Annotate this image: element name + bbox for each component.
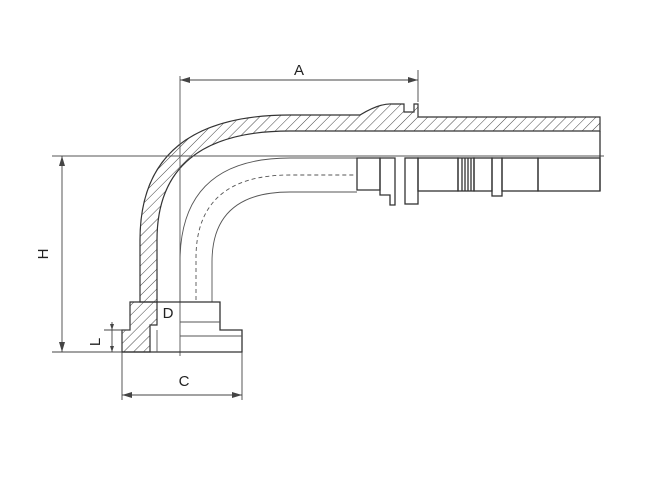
dimension-label-l: L [87,338,104,346]
dimension-l: L [87,322,130,352]
elbow-inner-flange-wall [121,301,158,353]
dimension-label-a: A [294,62,304,79]
dimension-label-c: C [179,373,190,390]
hose-insert [356,131,601,206]
dimension-label-d: D [163,305,174,322]
elbow-outer-wall [139,103,601,303]
flange [122,301,243,353]
dimension-label-h: H [35,249,52,260]
dimension-d: D [163,305,174,322]
dimension-h: H [35,156,122,353]
inner-bore [179,157,380,302]
dimension-c: C [121,352,243,400]
dimension-a: A [180,62,419,102]
